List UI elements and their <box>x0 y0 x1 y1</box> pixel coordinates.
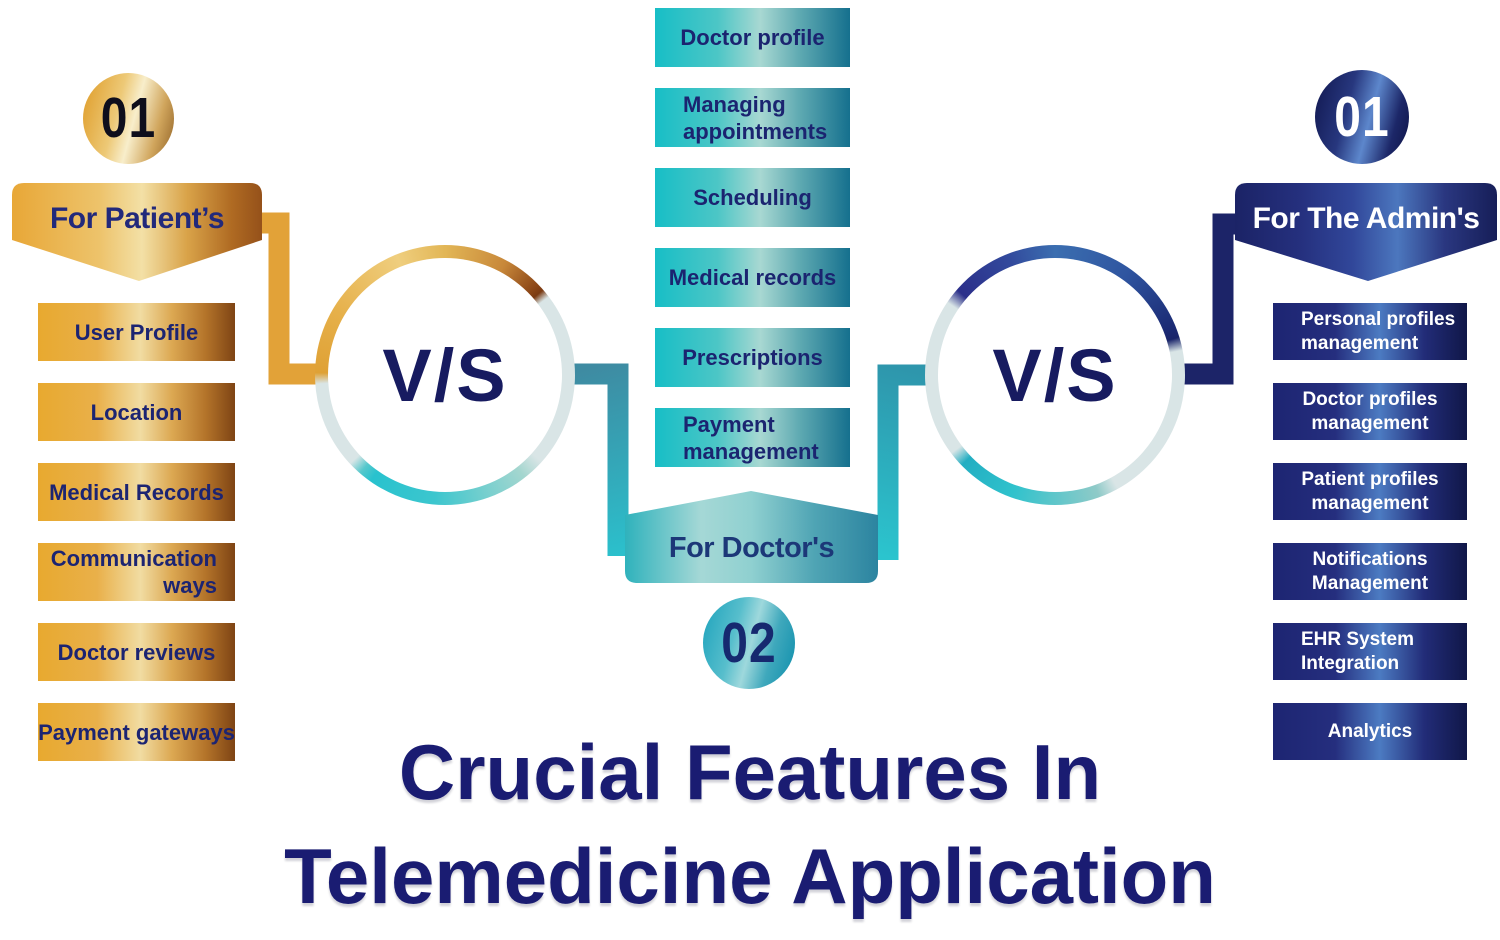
patients-feature-doctor-reviews: Doctor reviews <box>38 623 235 681</box>
vs-circle-doctors-admins: V/S <box>925 245 1185 505</box>
patients-header-banner: For Patient’s <box>12 183 262 283</box>
connector-vs-to-admins <box>1166 213 1240 385</box>
admins-step-badge: 01 <box>1315 70 1409 164</box>
patients-step-badge: 01 <box>83 73 174 164</box>
admins-header: For The Admin's <box>1252 202 1480 235</box>
doctors-step-badge: 02 <box>703 597 795 689</box>
doctors-header: For Doctor's <box>668 531 835 564</box>
main-title-line2: Telemedicine Application <box>284 832 1216 920</box>
admins-feature-ehr-integration: EHR System Integration <box>1273 623 1467 680</box>
doctors-feature-payment-management: Payment management <box>655 408 850 467</box>
admins-step-number: 01 <box>1334 85 1390 149</box>
admins-feature-patient-profiles: Patient profiles management <box>1273 463 1467 520</box>
admins-feature-analytics: Analytics <box>1273 703 1467 760</box>
doctors-header-banner: For Doctor's <box>625 491 878 583</box>
admins-banner-shape <box>1235 183 1497 281</box>
vs-inner-right: V/S <box>938 258 1172 492</box>
admins-feature-personal-profiles: Personal profiles management <box>1273 303 1467 360</box>
doctors-feature-doctor-profile: Doctor profile <box>655 8 850 67</box>
admins-header-banner: For The Admin's <box>1235 183 1497 283</box>
patients-step-number: 01 <box>100 87 157 150</box>
patients-feature-payment-gateways: Payment gateways <box>38 703 235 761</box>
vs-label-left: V/S <box>382 333 508 417</box>
main-title-line1: Crucial Features In <box>398 728 1102 816</box>
patients-banner-shape <box>12 183 262 281</box>
vs-inner-left: V/S <box>328 258 562 492</box>
admins-feature-notifications: Notifications Management <box>1273 543 1467 600</box>
doctors-feature-medical-records: Medical records <box>655 248 850 307</box>
vs-label-right: V/S <box>992 333 1118 417</box>
doctors-feature-managing-appointments: Managing appointments <box>655 88 850 147</box>
doctors-feature-list: Doctor profile Managing appointments Sch… <box>655 8 850 488</box>
main-title: Crucial Features In Telemedicine Applica… <box>0 720 1500 928</box>
patients-feature-list: User Profile Location Medical Records Co… <box>38 303 235 783</box>
doctors-step-number: 02 <box>721 611 777 675</box>
connector-vs-to-doctors <box>562 363 629 556</box>
admins-feature-doctor-profiles: Doctor profiles management <box>1273 383 1467 440</box>
patients-feature-medical-records: Medical Records <box>38 463 235 521</box>
patients-feature-location: Location <box>38 383 235 441</box>
doctors-banner-shape <box>625 491 878 583</box>
doctors-feature-prescriptions: Prescriptions <box>655 328 850 387</box>
patients-feature-user-profile: User Profile <box>38 303 235 361</box>
admins-feature-list: Personal profiles management Doctor prof… <box>1273 303 1467 783</box>
patients-header: For Patient’s <box>49 202 225 235</box>
connector-patients-to-vs <box>256 212 332 385</box>
vs-circle-patients-doctors: V/S <box>315 245 575 505</box>
connector-doctors-to-vs <box>877 364 938 560</box>
doctors-feature-scheduling: Scheduling <box>655 168 850 227</box>
patients-feature-communication-ways: Communication ways <box>38 543 235 601</box>
